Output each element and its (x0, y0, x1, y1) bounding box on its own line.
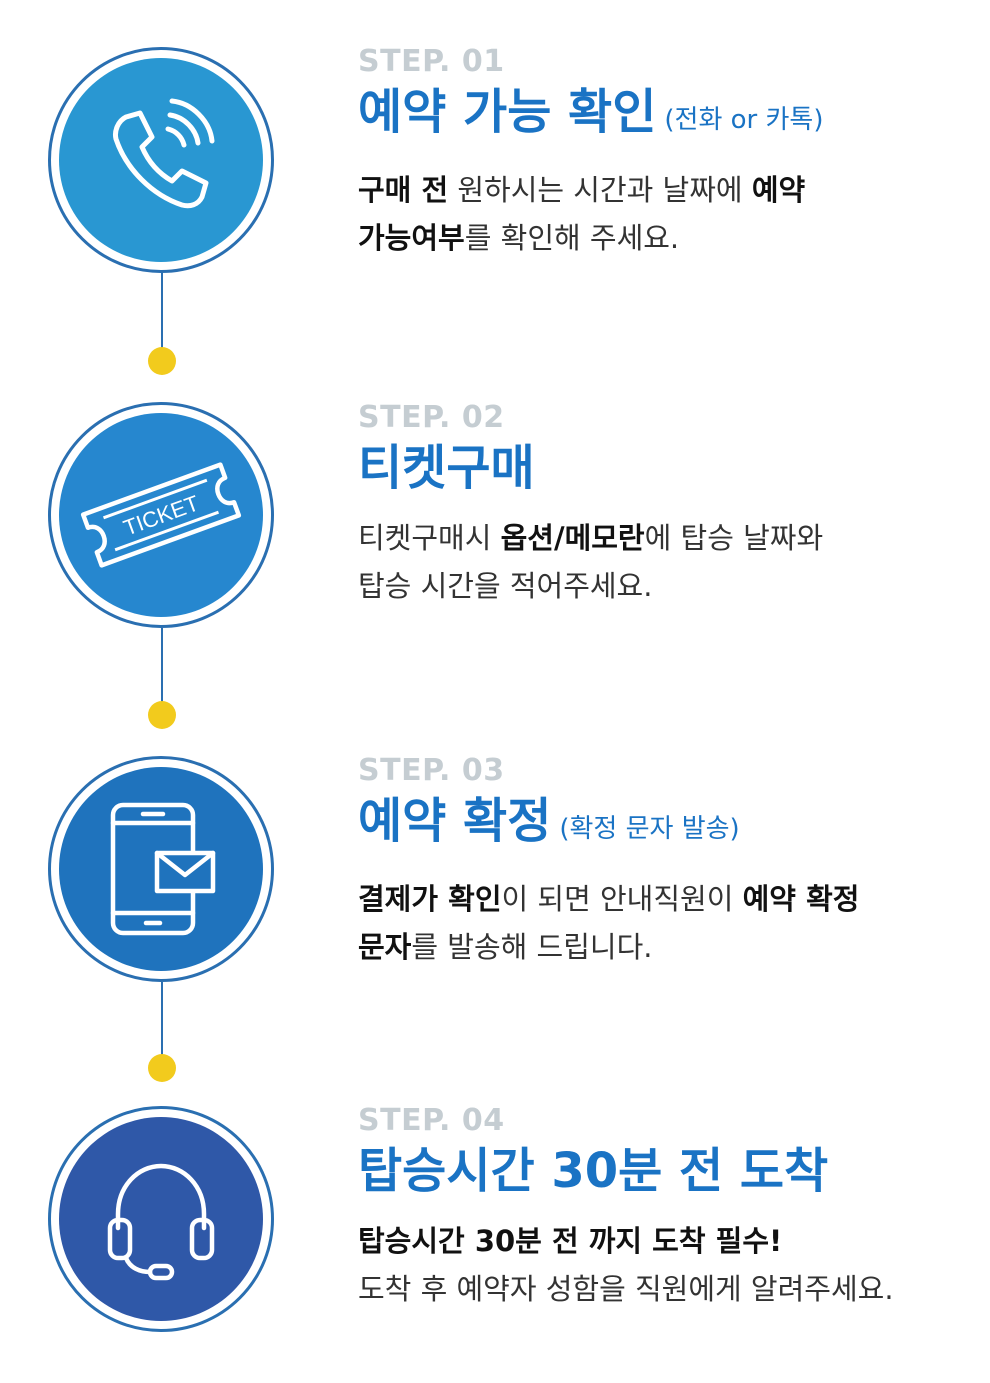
desc-bold: 가능여부 (358, 221, 465, 255)
step-title: 티켓구매 (358, 438, 968, 498)
step-title-text: 예약 가능 확인 (358, 84, 657, 140)
step-2-circle: TICKET (48, 402, 274, 628)
desc-bold: 탑승시간 30분 전 까지 도착 필수! (358, 1224, 783, 1258)
step-title: 예약 확정(확정 문자 발송) (358, 791, 968, 859)
step-label: STEP. 01 (358, 44, 505, 79)
step-1-circle (48, 47, 274, 273)
desc-text: 원하시는 시간과 날짜에 (448, 173, 752, 207)
desc-text: 탑승 시간을 적어주세요. (358, 569, 653, 603)
step-2-text: STEP. 02 티켓구매 티켓구매시 옵션/메모란에 탑승 날짜와 탑승 시간… (358, 400, 968, 610)
connector-line-3 (161, 982, 163, 1068)
desc-bold: 예약 확정 (742, 882, 860, 916)
step-4-circle (48, 1106, 274, 1332)
ticket-icon: TICKET (80, 462, 242, 568)
desc-text: 도착 후 예약자 성함을 직원에게 알려주세요. (358, 1272, 894, 1306)
step-label: STEP. 04 (358, 1103, 505, 1138)
headset-icon (107, 1163, 215, 1281)
step-3-circle (48, 756, 274, 982)
step-description: 결제가 확인이 되면 안내직원이 예약 확정 문자를 발송해 드립니다. (358, 875, 968, 971)
step-title-text: 예약 확정 (358, 793, 552, 849)
connector-line-2 (161, 628, 163, 714)
step-title-text: 탑승시간 30분 전 도착 (358, 1143, 829, 1199)
step-title: 예약 가능 확인(전화 or 카톡) (358, 82, 968, 150)
step-1-text: STEP. 01 예약 가능 확인(전화 or 카톡) 구매 전 원하시는 시간… (358, 44, 968, 262)
step-description: 티켓구매시 옵션/메모란에 탑승 날짜와 탑승 시간을 적어주세요. (358, 514, 968, 610)
connector-dot-2 (148, 701, 176, 729)
connector-dot-1 (148, 347, 176, 375)
step-label: STEP. 03 (358, 753, 505, 788)
desc-text: 티켓구매시 (358, 521, 501, 555)
step-title-text: 티켓구매 (358, 440, 535, 496)
step-title: 탑승시간 30분 전 도착 (358, 1141, 968, 1201)
desc-text: 에 탑승 날짜와 (644, 521, 824, 555)
step-description: 구매 전 원하시는 시간과 날짜에 예약 가능여부를 확인해 주세요. (358, 166, 968, 262)
desc-bold: 구매 전 (358, 173, 449, 207)
connector-dot-3 (148, 1054, 176, 1082)
step-3-text: STEP. 03 예약 확정(확정 문자 발송) 결제가 확인이 되면 안내직원… (358, 753, 968, 971)
desc-text: 를 발송해 드립니다. (411, 930, 653, 964)
desc-text: 이 되면 안내직원이 (501, 882, 743, 916)
desc-bold: 예약 (751, 173, 806, 207)
step-label: STEP. 02 (358, 400, 505, 435)
desc-text: 를 확인해 주세요. (464, 221, 680, 255)
desc-bold: 결제가 확인 (358, 882, 502, 916)
step-description: 탑승시간 30분 전 까지 도착 필수! 도착 후 예약자 성함을 직원에게 알… (358, 1217, 968, 1313)
desc-bold: 문자 (358, 930, 412, 964)
mobile-message-icon (110, 802, 216, 936)
step-subtitle: (확정 문자 발송) (559, 814, 740, 844)
phone-icon (113, 98, 215, 209)
step-4-text: STEP. 04 탑승시간 30분 전 도착 탑승시간 30분 전 까지 도착 … (358, 1103, 968, 1313)
desc-bold: 옵션/메모란 (500, 521, 645, 555)
connector-line-1 (161, 272, 163, 358)
step-subtitle: (전화 or 카톡) (664, 105, 824, 135)
